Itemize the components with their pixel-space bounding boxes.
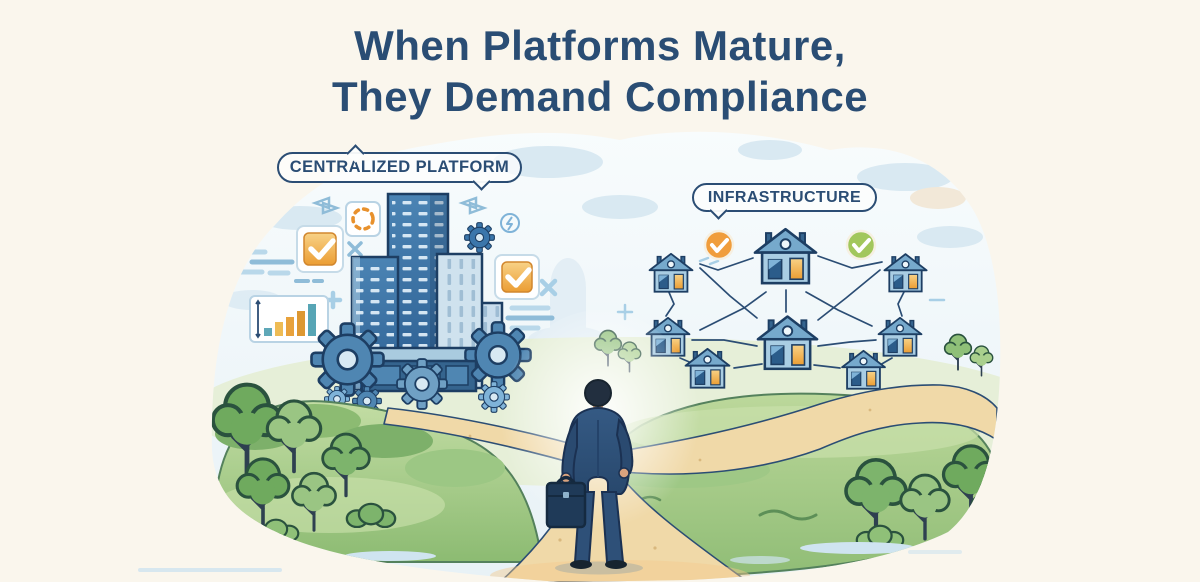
network-lines [665, 255, 906, 369]
checkmark-card [494, 254, 540, 300]
gear-large-left [310, 322, 385, 397]
x-mark [539, 278, 558, 297]
head-hair [584, 379, 612, 407]
label-centralized-platform: CENTRALIZED PLATFORM [277, 144, 522, 191]
checkmark-card [296, 225, 344, 273]
infrastructure-scene [593, 227, 994, 390]
centralized-platform-scene [234, 192, 558, 416]
title-line-2: They Demand Compliance [331, 73, 869, 121]
right-arm [615, 417, 634, 475]
bar-chart-card [249, 295, 329, 343]
businessman [545, 379, 643, 575]
label-infrastructure: INFRASTRUCTURE [692, 183, 877, 220]
gear-icon [464, 222, 495, 253]
label-centralized-platform-text: CENTRALIZED PLATFORM [289, 158, 510, 176]
water-puddles [344, 542, 916, 564]
label-infrastructure-text: INFRASTRUCTURE [707, 188, 862, 206]
outer-puddles [138, 550, 962, 572]
figure-shadow [555, 561, 643, 575]
right-shoe [605, 560, 627, 569]
right-hand [618, 467, 630, 479]
gear-center [396, 358, 448, 410]
title-line-1: When Platforms Mature, [354, 22, 846, 69]
left-shoe [570, 560, 592, 569]
page-title: When Platforms Mature, They Demand Compl… [0, 20, 1200, 122]
briefcase [545, 475, 587, 529]
lightning-icon [500, 213, 520, 233]
x-scribble [347, 241, 363, 257]
checkmark-circle-green [845, 229, 877, 261]
dotted-circle-card [345, 201, 381, 237]
clouds [222, 140, 983, 354]
checkmark-circle-orange [703, 229, 735, 261]
